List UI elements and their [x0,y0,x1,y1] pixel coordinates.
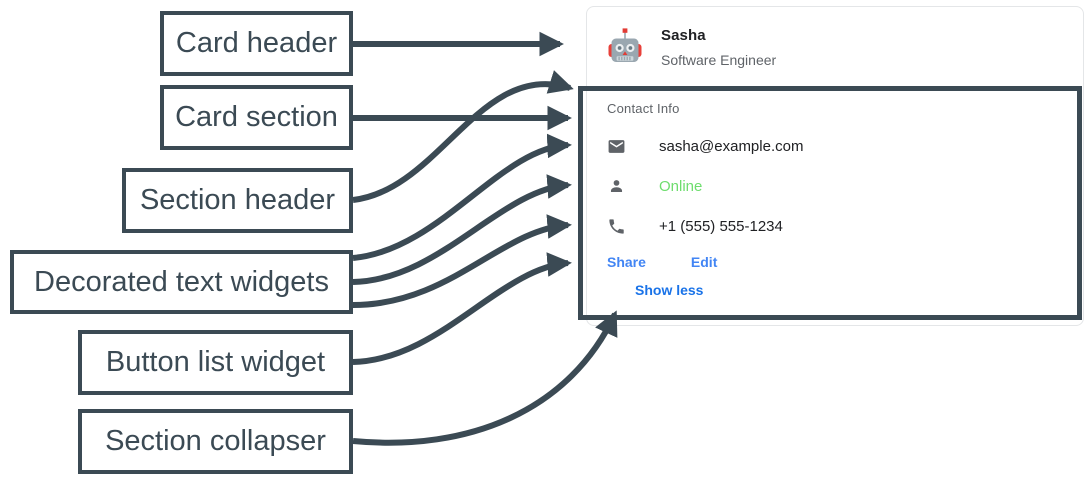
annotation-card-section: Card section [160,85,353,150]
arrow-section-header [352,70,574,203]
annotation-decorated-text-widgets-label: Decorated text widgets [34,265,329,298]
annotation-section-collapser: Section collapser [78,409,353,474]
phone-icon [607,217,629,236]
card-header-subtitle: Software Engineer [661,52,777,68]
robot-avatar-icon [603,26,647,70]
arrow-decorated-text-email [352,133,572,261]
decorated-text-widget-phone-text: +1 (555) 555-1234 [659,217,783,235]
annotation-section-header: Section header [122,168,353,233]
card-header-title: Sasha [661,27,706,44]
decorated-text-widget-email[interactable]: sasha@example.com [603,126,1067,166]
arrow-decorated-text-online [352,174,572,285]
annotation-card-section-label: Card section [175,101,338,133]
arrow-decorated-text-phone [352,214,572,308]
annotation-section-header-label: Section header [139,184,336,216]
section-header: Contact Info [607,101,680,116]
arrow-button-list [352,252,572,365]
annotation-button-list-widget: Button list widget [78,330,353,395]
card-header: Sasha Software Engineer [587,7,1083,87]
annotation-decorated-text-widgets: Decorated text widgets [10,250,353,314]
person-icon [607,177,629,196]
card-header-text: Sasha Software Engineer [661,26,776,70]
decorated-text-widget-phone[interactable]: +1 (555) 555-1234 [603,206,1067,246]
edit-button[interactable]: Edit [690,254,718,270]
annotation-button-list-widget-label: Button list widget [105,346,326,378]
decorated-text-widget-email-text: sasha@example.com [659,137,804,155]
annotation-section-collapser-label: Section collapser [105,425,326,457]
annotation-card-header: Card header [160,11,353,76]
contact-card: Sasha Software Engineer Contact Info sas… [586,6,1084,326]
annotation-card-header-label: Card header [175,27,338,59]
decorated-text-widget-status[interactable]: Online [603,166,1067,206]
section-collapser: Show less [603,272,1067,300]
button-list-widget: Share Edit [603,246,1067,272]
decorated-text-widget-status-text: Online [659,177,703,195]
share-button[interactable]: Share [607,254,646,270]
card-section: Contact Info sasha@example.com [587,87,1083,300]
arrow-section-collapser [352,310,618,446]
show-less-button[interactable]: Show less [635,282,704,298]
email-icon [607,137,629,156]
